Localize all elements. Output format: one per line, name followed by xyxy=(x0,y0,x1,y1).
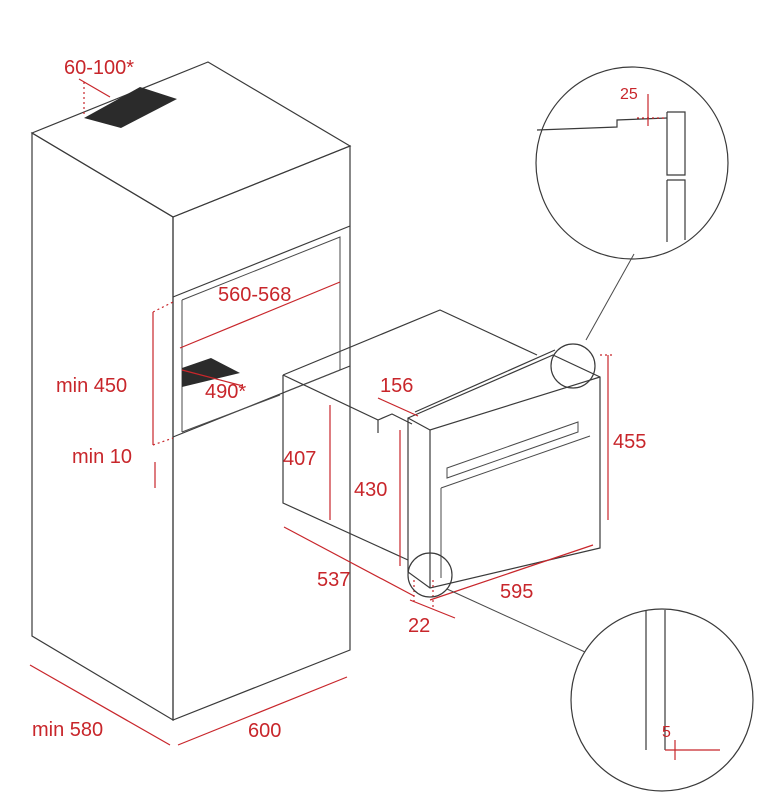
min-height-label: min 450 xyxy=(56,375,127,397)
vent-depth-label: 490* xyxy=(205,381,246,403)
top-vent-label: 60-100* xyxy=(64,57,134,79)
detail-bottom-label: 5 xyxy=(662,724,671,741)
min-gap-label: min 10 xyxy=(72,446,132,468)
niche-width-label: 560-568 xyxy=(218,284,291,306)
dimension-lines xyxy=(29,78,615,746)
detail-bottom-marker xyxy=(407,552,453,598)
oven-front-offset-label: 156 xyxy=(380,375,413,397)
cabinet-width-label: 600 xyxy=(248,720,281,742)
detail-top xyxy=(535,66,729,260)
detail-top-leader xyxy=(585,253,635,341)
bottom-vent-slot xyxy=(182,358,240,387)
oven-width-label: 595 xyxy=(500,581,533,603)
oven-front-height-label: 430 xyxy=(354,479,387,501)
tall-cabinet xyxy=(30,61,352,722)
oven-front-depth-label: 22 xyxy=(408,615,430,637)
detail-bottom xyxy=(570,608,754,792)
cabinet-depth-label: min 580 xyxy=(32,719,103,741)
detail-top-label: 25 xyxy=(620,86,638,103)
detail-top-marker xyxy=(550,343,596,389)
detail-bottom-leader xyxy=(446,588,586,653)
oven-total-height-label: 455 xyxy=(613,431,646,453)
top-vent-slot xyxy=(84,87,177,128)
oven-depth-label: 537 xyxy=(317,569,350,591)
oven-body-height-label: 407 xyxy=(283,448,316,470)
